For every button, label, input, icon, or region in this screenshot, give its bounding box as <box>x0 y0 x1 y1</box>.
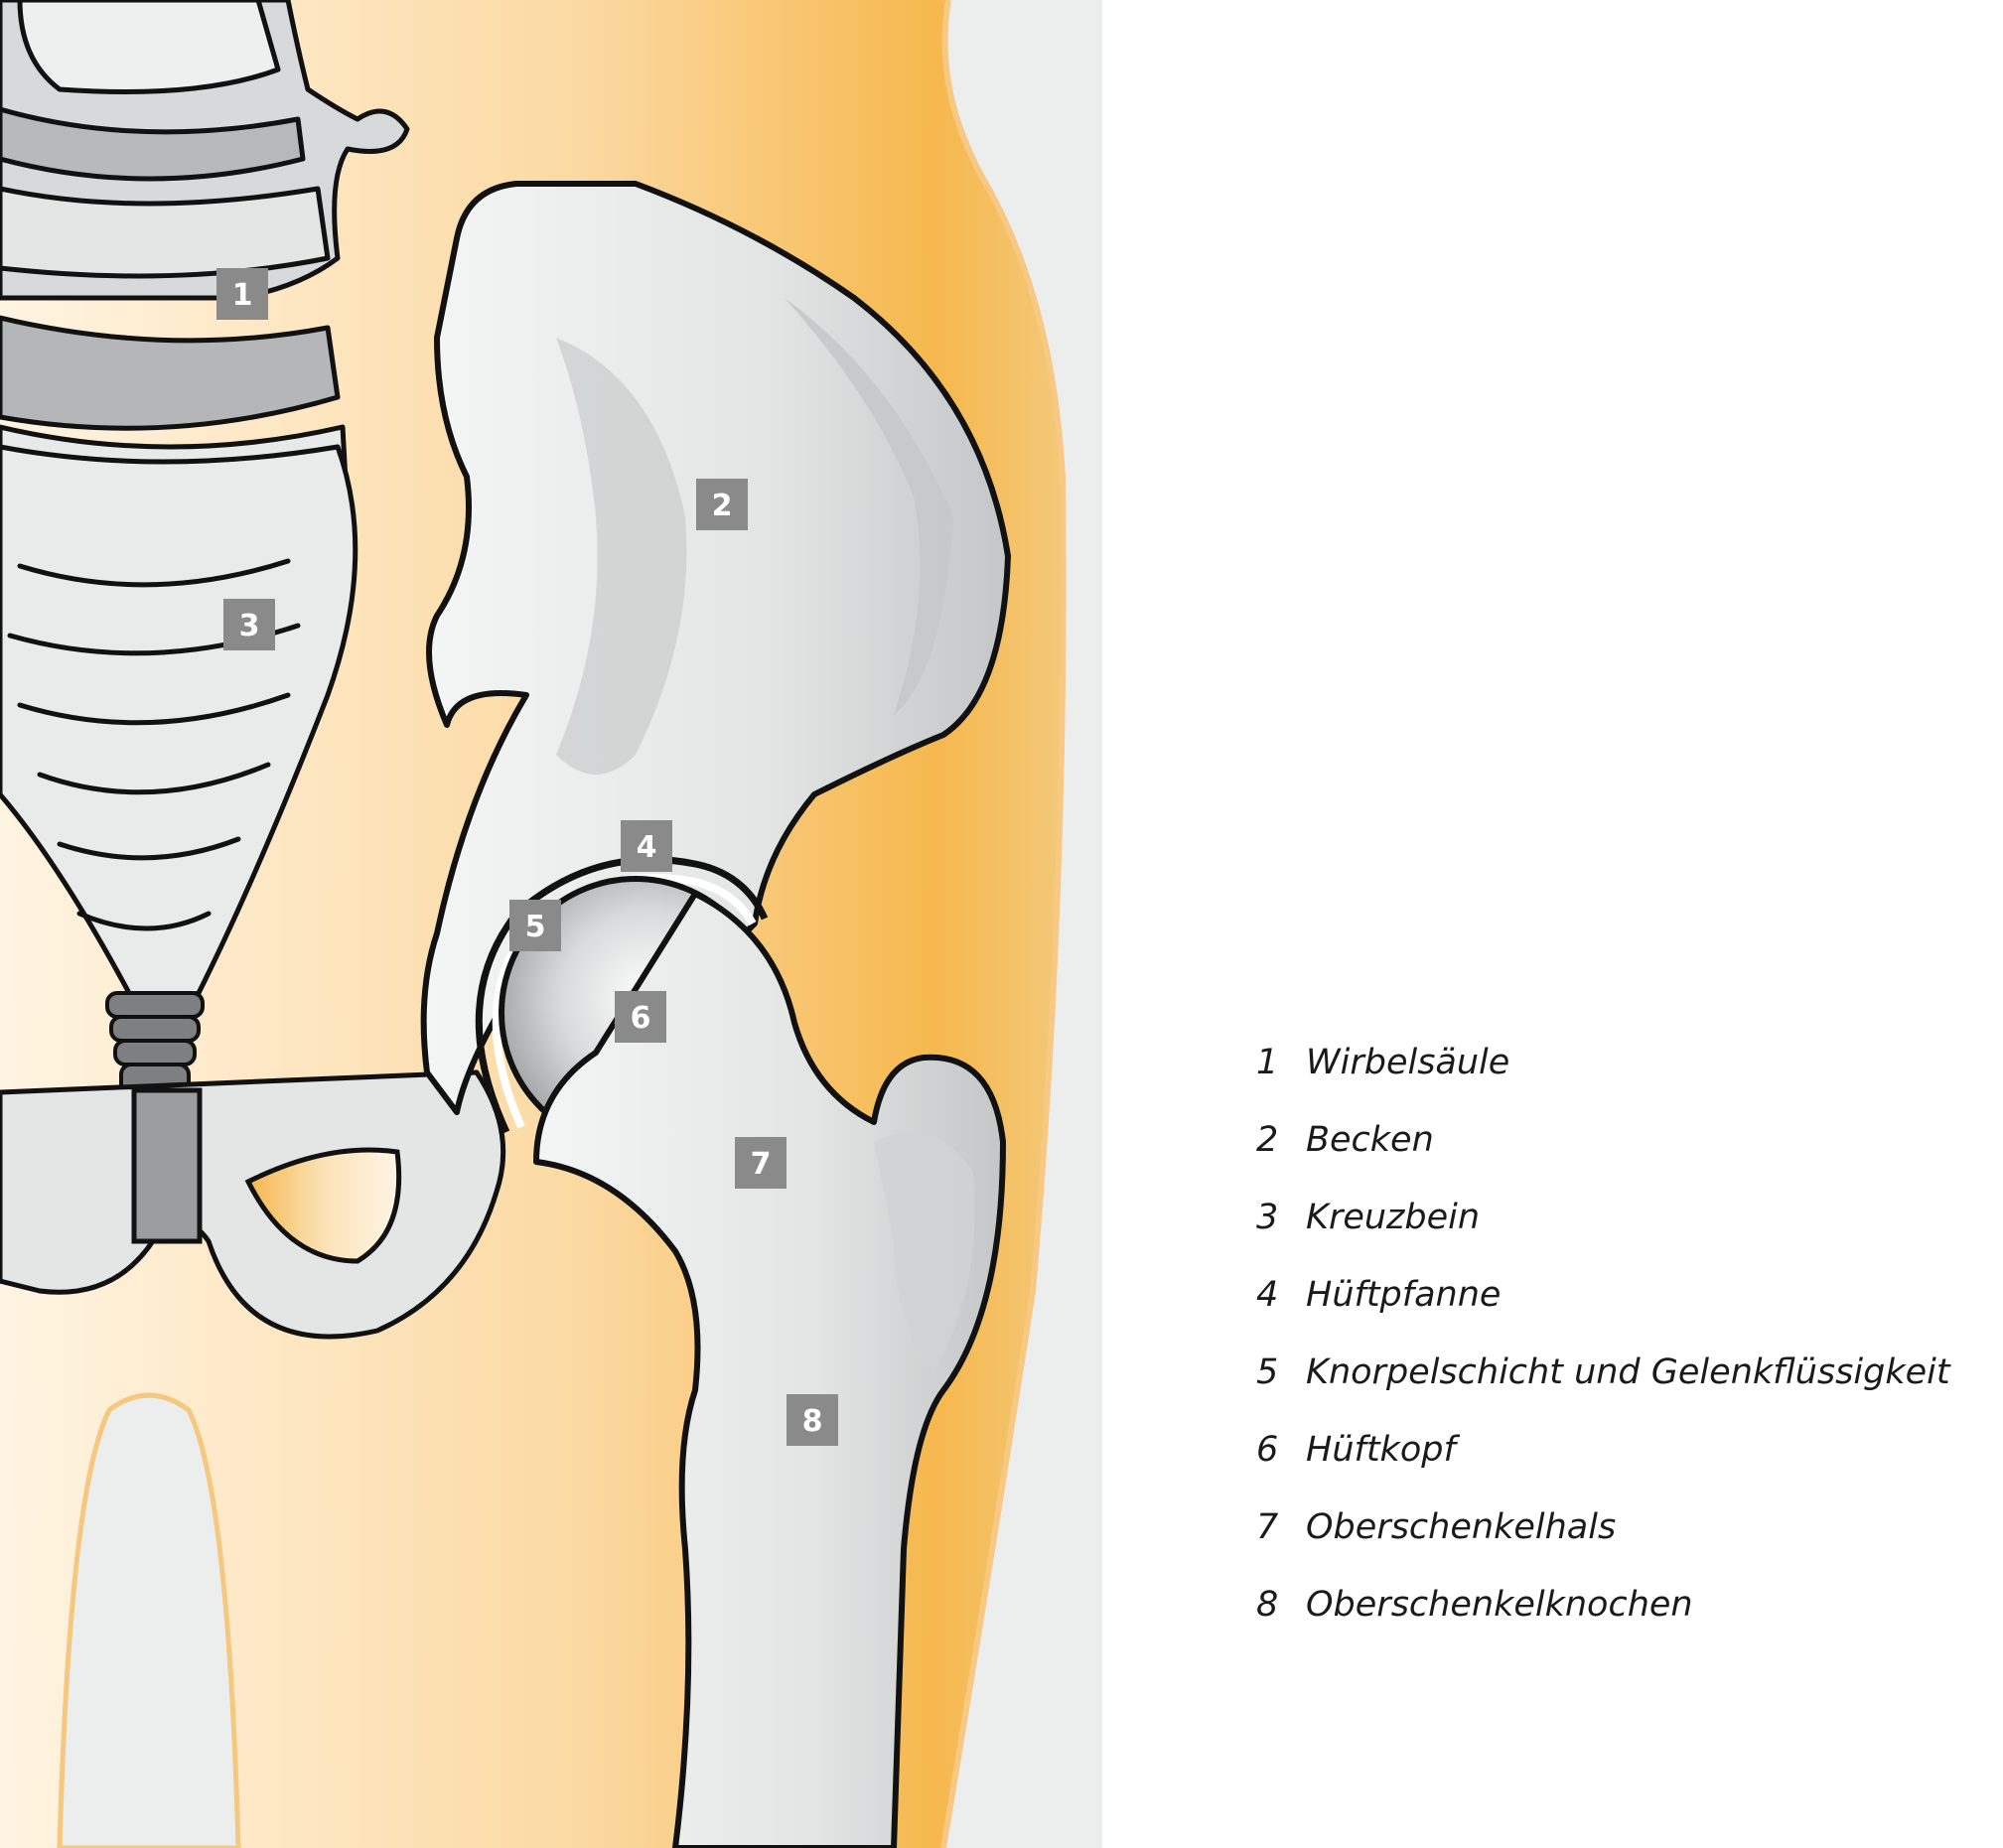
obturator-foramen <box>244 1147 402 1264</box>
marker-2: 2 <box>696 479 748 530</box>
legend-label: Hüftpfanne <box>1306 1275 1502 1315</box>
svg-text:4: 4 <box>637 830 657 865</box>
legend-label: Hüftkopf <box>1306 1430 1456 1470</box>
legend-item: 8 Oberschenkelknochen <box>1256 1585 1950 1662</box>
legend-item: 3 Kreuzbein <box>1256 1198 1950 1275</box>
svg-text:1: 1 <box>232 278 253 313</box>
legend-label: Oberschenkelknochen <box>1306 1585 1693 1625</box>
marker-7: 7 <box>735 1137 787 1189</box>
spine <box>0 0 410 539</box>
body-edge-line <box>940 0 1067 1848</box>
marker-4: 4 <box>621 820 672 872</box>
marker-6: 6 <box>615 991 666 1043</box>
svg-text:6: 6 <box>631 1001 651 1036</box>
legend-item: 4 Hüftpfanne <box>1256 1275 1950 1352</box>
legend: 1 Wirbelsäule 2 Becken 3 Kreuzbein 4 Hüftpfa… <box>1256 1043 1950 1662</box>
femur <box>533 891 1006 1848</box>
legend-label: Kreuzbein <box>1306 1198 1481 1237</box>
coccyx <box>105 991 205 1096</box>
svg-text:5: 5 <box>525 910 546 944</box>
legend-number: 7 <box>1256 1507 1279 1547</box>
legend-item: 2 Becken <box>1256 1120 1950 1198</box>
legend-label: Becken <box>1306 1120 1434 1160</box>
marker-1: 1 <box>216 268 268 320</box>
legend-item: 7 Oberschenkelhals <box>1256 1507 1950 1585</box>
legend-number: 2 <box>1256 1120 1279 1160</box>
legend-label: Knorpelschicht und Gelenkflüssigkeit <box>1306 1352 1950 1392</box>
legend-number: 5 <box>1256 1352 1279 1392</box>
leg-gap <box>57 1392 241 1848</box>
pubic-symphysis <box>131 1087 203 1244</box>
legend-item: 1 Wirbelsäule <box>1256 1043 1950 1120</box>
hip-anatomy-illustration: 1 2 3 4 5 6 7 8 <box>0 0 1102 1848</box>
legend-number: 1 <box>1256 1043 1279 1082</box>
iliac-crest-shadow <box>785 298 953 715</box>
pubic-bone <box>0 1069 506 1340</box>
legend-number: 4 <box>1256 1275 1279 1315</box>
svg-text:7: 7 <box>751 1147 772 1182</box>
legend-label: Wirbelsäule <box>1306 1043 1510 1082</box>
svg-text:3: 3 <box>239 609 260 643</box>
legend-label: Oberschenkelhals <box>1306 1507 1617 1547</box>
svg-text:8: 8 <box>802 1404 823 1439</box>
acetabulum-cup <box>475 856 769 1134</box>
svg-text:2: 2 <box>712 489 733 523</box>
legend-item: 5 Knorpelschicht und Gelenkflüssigkeit <box>1256 1352 1950 1430</box>
greater-trochanter-shade <box>874 1132 975 1370</box>
marker-3: 3 <box>223 599 275 650</box>
marker-8: 8 <box>787 1394 838 1446</box>
iliac-fossa <box>556 338 687 775</box>
legend-number: 3 <box>1256 1198 1279 1237</box>
sacral-ridges <box>7 558 301 931</box>
legend-item: 6 Hüftkopf <box>1256 1430 1950 1507</box>
marker-5: 5 <box>509 900 561 951</box>
legend-number: 8 <box>1256 1585 1279 1625</box>
legend-number: 6 <box>1256 1430 1279 1470</box>
